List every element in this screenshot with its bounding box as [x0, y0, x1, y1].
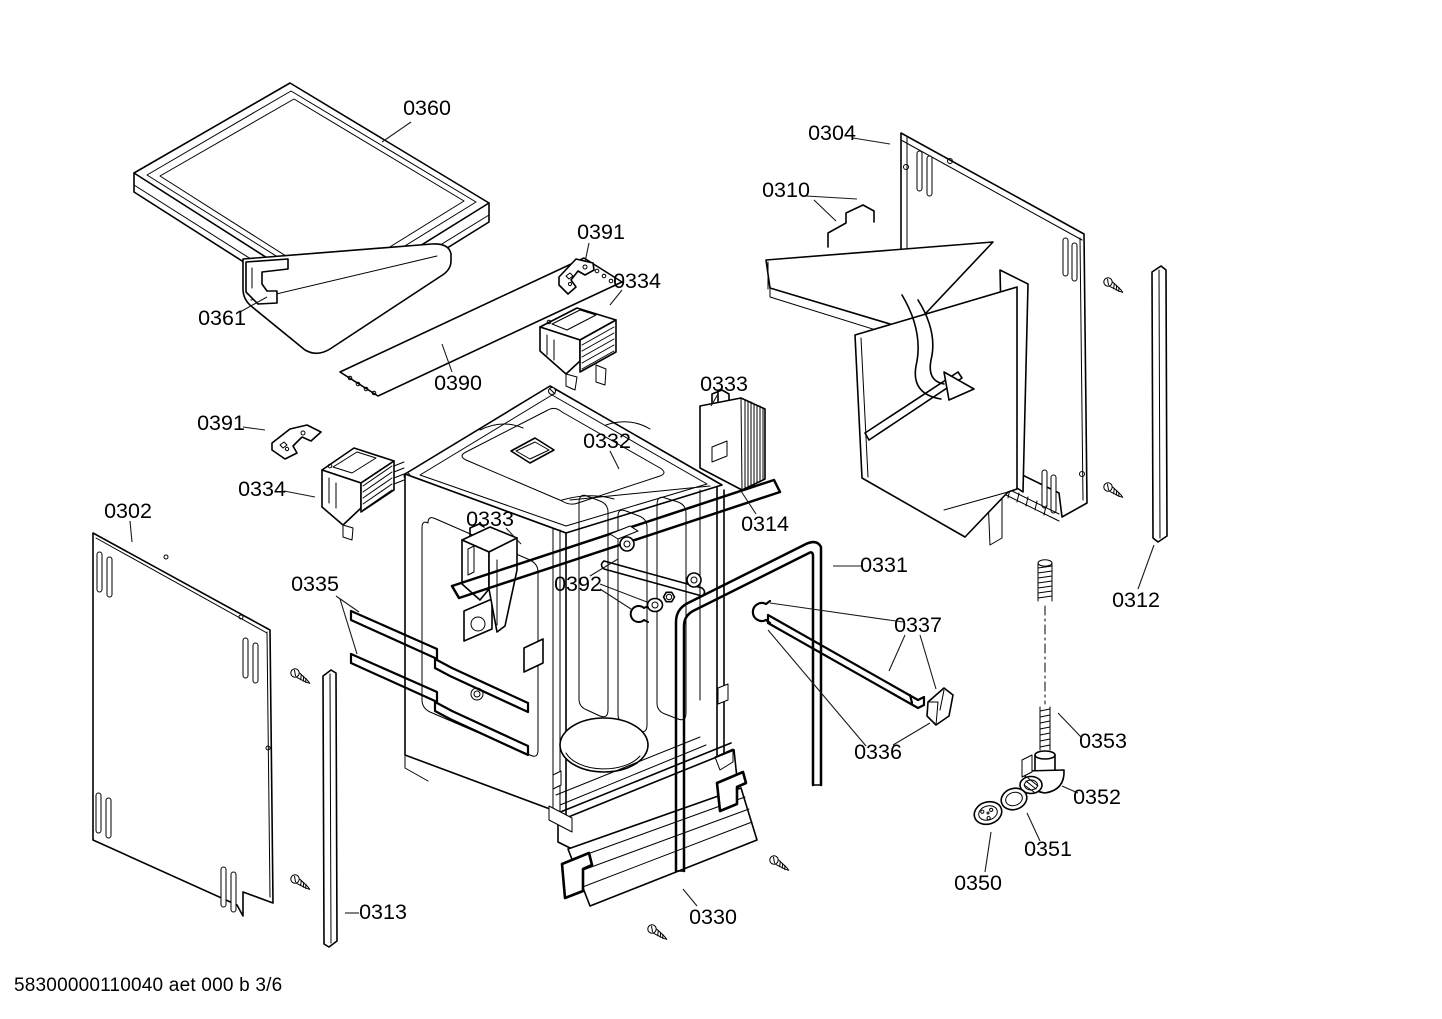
part-label-0336[interactable]: 0336: [854, 740, 902, 764]
foot-spindle-0353: [1037, 559, 1053, 751]
corner-bracket-0336: [926, 687, 954, 726]
part-label-0312[interactable]: 0312: [1112, 588, 1160, 612]
foot-base-0350: [973, 800, 1003, 826]
part-label-0314[interactable]: 0314: [741, 512, 789, 536]
tub-body: [403, 385, 741, 865]
part-label-0334-left[interactable]: 0334: [238, 477, 286, 501]
fastener-set-0392: [600, 536, 706, 623]
part-label-0391-top[interactable]: 0391: [577, 220, 625, 244]
part-label-0361[interactable]: 0361: [198, 306, 246, 330]
part-label-0337[interactable]: 0337: [894, 613, 942, 637]
part-label-0313[interactable]: 0313: [359, 900, 407, 924]
housing-0333-left: [461, 523, 518, 633]
part-label-0331[interactable]: 0331: [860, 553, 908, 577]
part-label-0332[interactable]: 0332: [583, 429, 631, 453]
support-0361: [242, 243, 452, 355]
part-label-0392[interactable]: 0392: [554, 572, 602, 596]
bracket-0391-left: [271, 424, 322, 460]
screw-icon: [288, 666, 313, 688]
part-label-0351[interactable]: 0351: [1024, 837, 1072, 861]
nut-0351: [1000, 787, 1028, 811]
part-labels: 0360 0304 0310 0391 0334 0361 0390 0333 …: [104, 96, 1160, 929]
part-label-0335[interactable]: 0335: [291, 572, 339, 596]
trim-strip-0312: [1151, 265, 1168, 543]
bracket-0391-top: [558, 258, 595, 295]
part-label-0391-left[interactable]: 0391: [197, 411, 245, 435]
cover-strip-0390: [339, 257, 623, 397]
connector-0334-left: [321, 447, 405, 541]
plinth-panel-0330: [560, 770, 758, 907]
screw-icon: [288, 872, 313, 894]
part-label-0310[interactable]: 0310: [762, 178, 810, 202]
trim-strip-0313: [322, 669, 338, 948]
connector-0334-top: [539, 307, 617, 391]
part-label-0352[interactable]: 0352: [1073, 785, 1121, 809]
leader-lines: [129, 121, 1155, 914]
rails-0335: [349, 609, 530, 757]
part-label-0350[interactable]: 0350: [954, 871, 1002, 895]
housing-0333-right: [699, 389, 766, 491]
part-label-0333-left[interactable]: 0333: [466, 507, 514, 531]
foot-holder-0352: [1019, 750, 1065, 795]
screw-icon: [1101, 480, 1126, 502]
side-panel-0302: [92, 532, 274, 917]
part-label-0304[interactable]: 0304: [808, 121, 856, 145]
part-label-0353[interactable]: 0353: [1079, 729, 1127, 753]
side-assembly-0310: [765, 204, 1029, 538]
document-number-footer: 58300000110040 aet 000 b 3/6: [14, 975, 283, 996]
part-label-0390[interactable]: 0390: [434, 371, 482, 395]
part-label-0360[interactable]: 0360: [403, 96, 451, 120]
part-label-0334-top[interactable]: 0334: [613, 269, 661, 293]
door-frame-0331: [674, 540, 823, 873]
part-label-0333-right[interactable]: 0333: [700, 372, 748, 396]
rod-0337: [766, 613, 926, 710]
part-label-0302[interactable]: 0302: [104, 499, 152, 523]
screw-icon: [1101, 275, 1126, 297]
part-label-0330[interactable]: 0330: [689, 905, 737, 929]
screw-icon: [767, 853, 792, 875]
screw-icon: [645, 922, 670, 944]
